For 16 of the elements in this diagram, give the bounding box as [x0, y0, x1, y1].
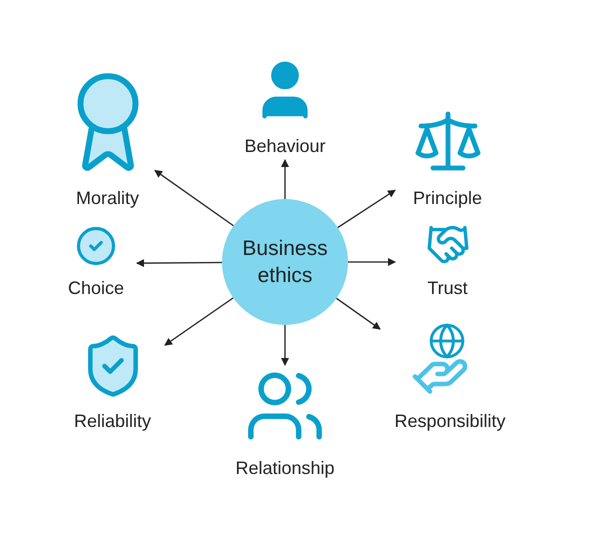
node-label: Choice — [68, 277, 124, 300]
arrow — [348, 258, 396, 266]
node-label: Behaviour — [244, 135, 326, 158]
node-label: Morality — [76, 187, 139, 210]
arrow — [281, 159, 289, 199]
node-label: Reliability — [74, 410, 152, 433]
node-label: Responsibility — [394, 410, 506, 433]
arrow — [337, 190, 396, 228]
node-label: Principle — [412, 187, 482, 210]
node-label: Relationship — [235, 457, 335, 480]
arrow — [136, 259, 222, 268]
arrow — [336, 298, 381, 330]
arrow — [164, 297, 234, 346]
node-label: Trust — [427, 277, 468, 300]
arrow — [154, 170, 234, 226]
arrow — [281, 325, 289, 366]
